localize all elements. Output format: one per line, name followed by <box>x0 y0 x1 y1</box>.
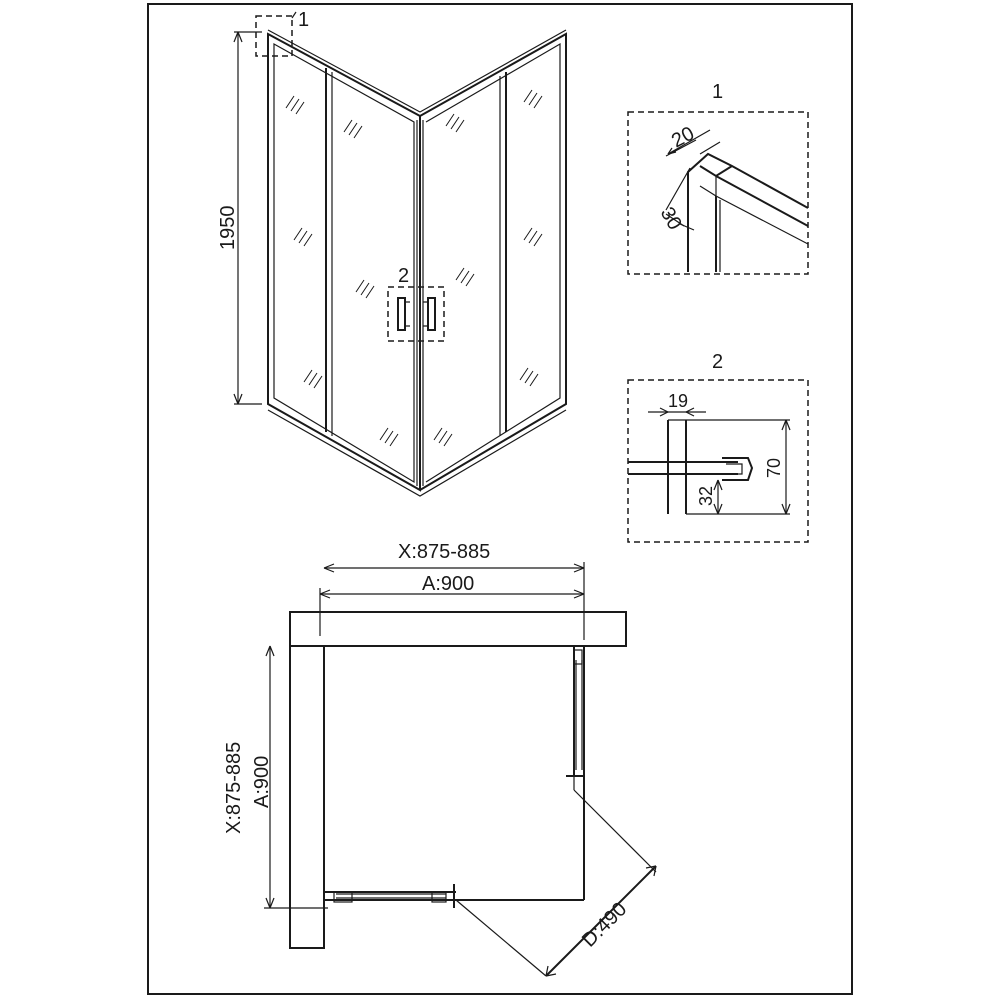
height-dimension: 1950 <box>217 32 262 404</box>
wall-left <box>290 646 324 948</box>
plan-door-opening: D:490 <box>578 898 631 951</box>
detail-2: 2 19 70 32 <box>628 351 808 542</box>
wall-top <box>290 612 626 646</box>
plan-view: X:875-885 A:900 X:875-885 A:900 D:4 <box>223 541 656 976</box>
detail-1-dim-20: 20 <box>668 123 698 153</box>
detail-1-dim-30: 30 <box>656 204 686 234</box>
plan-x-range-left: X:875-885 <box>223 742 245 834</box>
plan-a-top: A:900 <box>422 573 474 595</box>
detail-2-dim-70: 70 <box>764 458 784 478</box>
detail-1-label: 1 <box>712 81 723 103</box>
plan-x-range-top: X:875-885 <box>398 541 490 563</box>
detail-1: 1 20 30 <box>628 81 808 274</box>
detail-2-dim-19: 19 <box>668 391 688 411</box>
callout-1-label: 1 <box>298 9 309 31</box>
plan-a-left: A:900 <box>251 756 273 808</box>
callout-2-label: 2 <box>398 265 409 287</box>
detail-2-label: 2 <box>712 351 723 373</box>
detail-2-dim-32: 32 <box>696 486 716 506</box>
elevation-view: 1 2 1950 <box>217 9 566 496</box>
height-label: 1950 <box>217 206 239 251</box>
